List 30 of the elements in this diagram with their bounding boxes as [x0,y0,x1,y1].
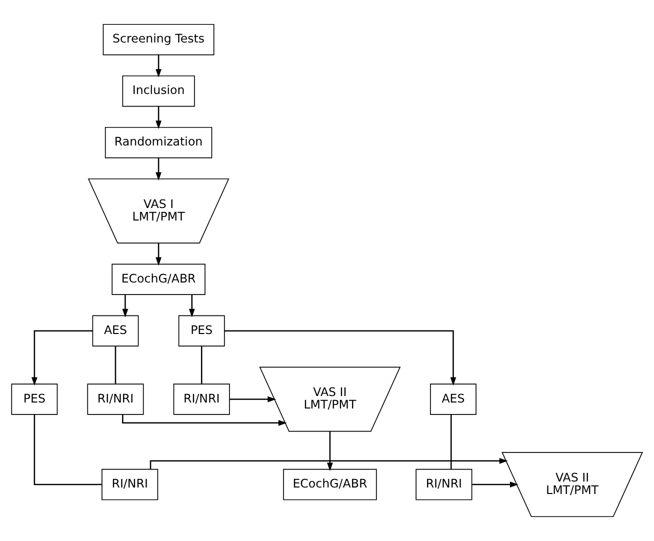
node-box: PES [178,315,225,346]
arrow [156,106,162,130]
node-box: Screening Tests [102,24,214,56]
arrow [122,294,128,318]
node-box: RI/NRI [173,384,230,415]
arrow [230,396,276,402]
node-box: RI/NRI [416,468,472,500]
node-box: Randomization [104,126,212,158]
connector [200,346,202,384]
arrow [327,432,333,472]
arrow [188,294,195,318]
arrow [156,158,162,181]
connector [34,414,102,486]
node-box: RI/NRI [87,384,144,415]
node-box: AES [92,315,139,346]
arrow [224,330,456,386]
arrow [122,414,287,426]
arrow [31,330,92,386]
node-box: Inclusion [122,75,195,107]
node-box: AES [430,384,476,415]
node-box: PES [11,384,58,415]
node-box: ECochG/ABR [283,468,377,500]
arrow [156,243,162,266]
connector [114,346,116,384]
node-box: RI/NRI [102,468,158,500]
node-box: ECochG/ABR [112,264,206,295]
connector [450,414,452,470]
arrow [150,458,508,470]
arrow [472,482,518,488]
arrow [156,55,162,78]
